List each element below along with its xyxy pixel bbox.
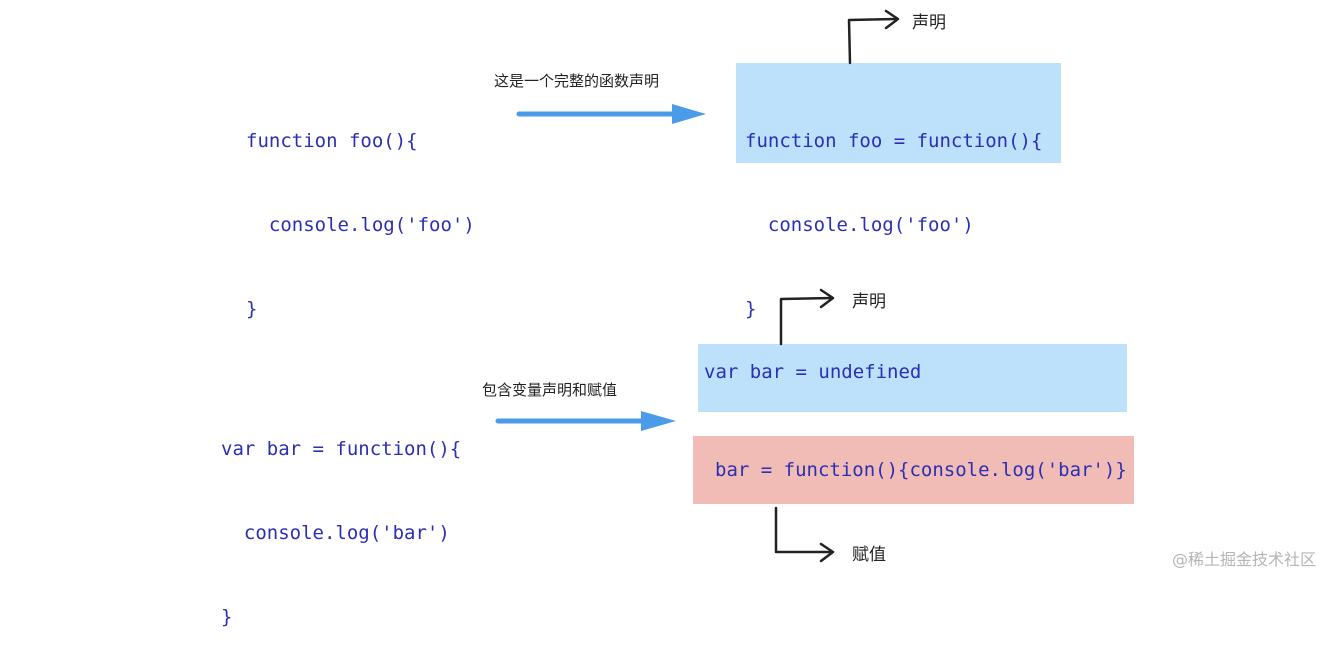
pointer-arrow-assignment-bar (774, 506, 835, 563)
pointer-arrow-declaration-foo (847, 9, 900, 65)
declaration-code-bar: var bar = undefined (704, 361, 922, 383)
annotation-variable-declaration-and-assignment: 包含变量声明和赋值 (482, 381, 618, 399)
arrows-layer (495, 9, 900, 563)
code-line: } (745, 298, 757, 320)
declaration-label-foo: 声明 (912, 13, 946, 33)
code-line: console.log('foo') (246, 214, 475, 236)
watermark: @稀土掘金技术社区 (1172, 550, 1317, 569)
assignment-box-bar (693, 436, 1134, 504)
code-line: } (221, 606, 233, 628)
declaration-box-foo (736, 63, 1061, 163)
annotation-full-function-declaration: 这是一个完整的函数声明 (494, 72, 660, 90)
code-line: } (246, 298, 258, 320)
transform-arrow-bar (495, 411, 676, 431)
code-line: function foo(){ (246, 130, 418, 152)
result-code-foo: function foo = function(){ console.log('… (745, 71, 1042, 351)
assignment-label-bar: 赋值 (852, 545, 886, 565)
declaration-label-bar: 声明 (852, 292, 886, 312)
code-line: var bar = function(){ (221, 438, 462, 460)
code-line: console.log('foo') (745, 214, 974, 236)
source-code-foo: function foo(){ console.log('foo') } (246, 71, 475, 351)
assignment-code-bar: bar = function(){console.log('bar')} (715, 459, 1127, 481)
code-line: function foo = function(){ (745, 130, 1043, 152)
transform-arrow-foo (516, 104, 706, 124)
source-code-bar: var bar = function(){ console.log('bar')… (221, 379, 461, 659)
code-line: console.log('bar') (221, 522, 450, 544)
declaration-box-bar (698, 344, 1127, 412)
